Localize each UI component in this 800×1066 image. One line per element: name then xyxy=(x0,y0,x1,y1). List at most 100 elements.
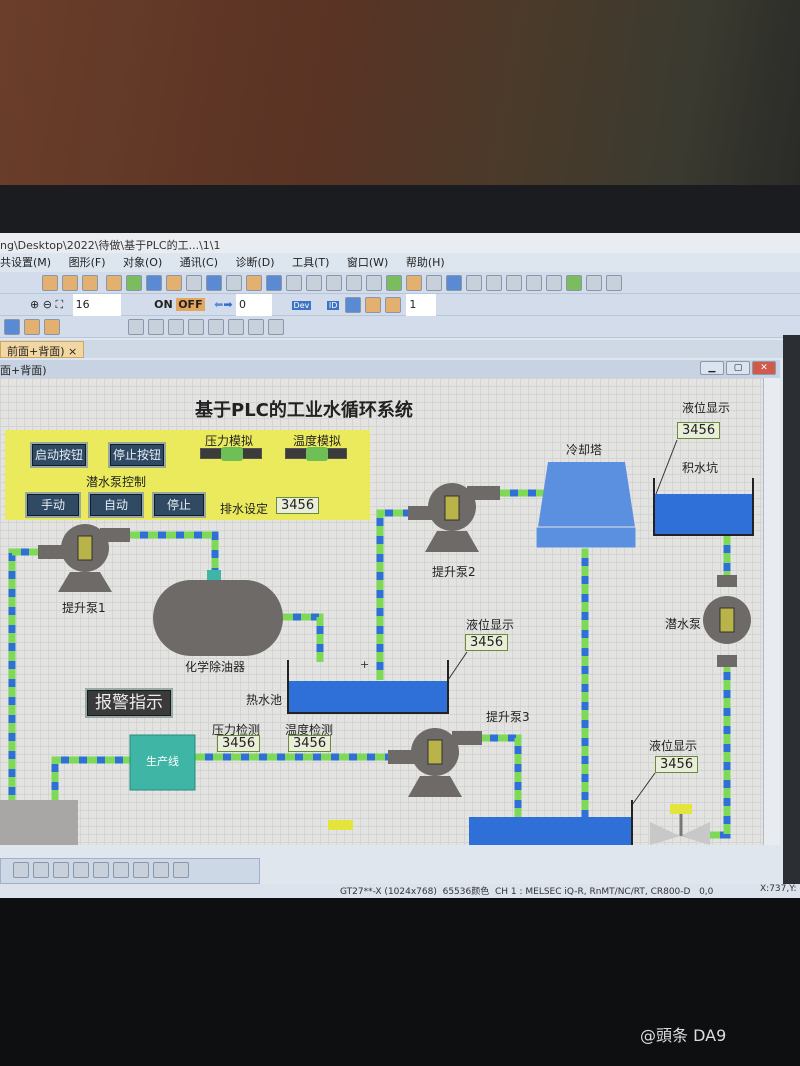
align-icon[interactable] xyxy=(267,319,284,335)
menu-communication[interactable]: 通讯(C) xyxy=(179,256,219,269)
pump-3-label: 提升泵3 xyxy=(486,710,530,724)
paint-icon[interactable] xyxy=(113,862,129,878)
fit-icon[interactable]: ⛶ xyxy=(55,298,64,311)
tool-icon[interactable] xyxy=(565,275,582,291)
menu-common-settings[interactable]: 共设置(M) xyxy=(0,256,52,269)
align-icon[interactable] xyxy=(147,319,164,335)
drain-setting-input[interactable]: 3456 xyxy=(276,497,320,514)
slider-handle[interactable] xyxy=(221,447,243,461)
fill-icon[interactable] xyxy=(93,862,109,878)
tool-icon[interactable] xyxy=(605,275,622,291)
watermark: @頭条 DA9 xyxy=(640,1026,727,1045)
menu-object[interactable]: 对象(O) xyxy=(123,256,163,269)
format-toolbar xyxy=(0,858,260,884)
zoom-in-icon[interactable]: ⊕ xyxy=(30,298,40,311)
pump-3-icon xyxy=(388,728,482,797)
manual-button[interactable]: 手动 xyxy=(25,492,81,518)
maximize-button[interactable]: ▢ xyxy=(726,361,750,375)
tool-icon[interactable] xyxy=(585,275,602,291)
halt-button[interactable]: 停止 xyxy=(152,492,206,518)
status-offset: 0,0 xyxy=(699,887,714,897)
device-icon[interactable] xyxy=(165,275,182,291)
toolbar-1 xyxy=(0,272,800,294)
stop-button[interactable]: 停止按钮 xyxy=(108,442,166,468)
line-style-icon[interactable] xyxy=(13,862,29,878)
window-title: ng\Desktop\2022\待做\基于PLC的工...\1\1 xyxy=(0,233,800,253)
layer-icon[interactable] xyxy=(344,297,361,313)
tool-icon[interactable] xyxy=(385,275,402,291)
text-frame-icon[interactable] xyxy=(153,862,169,878)
off-toggle[interactable]: OFF xyxy=(176,298,205,311)
tool-icon[interactable] xyxy=(44,319,60,335)
drain-setting-label: 排水设定 xyxy=(220,502,269,516)
tool-icon[interactable] xyxy=(405,275,422,291)
id-button[interactable]: ID xyxy=(326,301,340,310)
menu-help[interactable]: 帮助(H) xyxy=(405,256,445,269)
align-icon[interactable] xyxy=(167,319,184,335)
arrow-left-icon[interactable]: ⬅ xyxy=(214,298,224,311)
zoom-out-icon[interactable]: ⊖ xyxy=(42,298,52,311)
tool-icon[interactable] xyxy=(24,319,40,335)
tool-icon[interactable] xyxy=(225,275,242,291)
tool-icon[interactable] xyxy=(305,275,322,291)
arrow-right-icon[interactable]: ➡ xyxy=(223,298,233,311)
layer-icon[interactable] xyxy=(384,297,401,313)
align-icon[interactable] xyxy=(207,319,224,335)
screen-icon[interactable] xyxy=(82,275,98,291)
menu-figure[interactable]: 图形(F) xyxy=(68,256,106,269)
arrow-icon[interactable] xyxy=(4,319,20,335)
hmi-canvas[interactable]: + 基于PLC的工业水循环系统 启动按钮 停止按钮 潜水 xyxy=(0,378,763,845)
line-width-icon[interactable] xyxy=(33,862,49,878)
alarm-indicator[interactable]: 报警指示 xyxy=(85,688,173,718)
font-size-select[interactable]: 16 xyxy=(72,294,121,316)
tool-icon[interactable] xyxy=(125,275,142,291)
start-button[interactable]: 启动按钮 xyxy=(30,442,88,468)
tool-icon[interactable] xyxy=(525,275,542,291)
minimize-button[interactable]: ▁ xyxy=(700,361,724,375)
close-button[interactable]: ✕ xyxy=(752,361,776,375)
menu-diagnostics[interactable]: 诊断(D) xyxy=(235,256,275,269)
pressure-sim-slider[interactable] xyxy=(200,447,262,461)
rect-icon[interactable] xyxy=(73,862,89,878)
tool-icon[interactable] xyxy=(425,275,442,291)
temperature-sim-slider[interactable] xyxy=(285,447,347,461)
tool-icon[interactable] xyxy=(505,275,522,291)
tool-icon[interactable] xyxy=(345,275,362,291)
tool-icon[interactable] xyxy=(285,275,302,291)
tool-icon[interactable] xyxy=(205,275,222,291)
tool-icon[interactable] xyxy=(365,275,382,291)
tab-close-icon[interactable]: × xyxy=(68,345,78,358)
device-button[interactable]: Dev xyxy=(291,301,312,310)
auto-button[interactable]: 自动 xyxy=(88,492,144,518)
tool-icon[interactable] xyxy=(185,275,202,291)
tool-icon[interactable] xyxy=(265,275,282,291)
tool-icon[interactable] xyxy=(325,275,342,291)
ip-icon[interactable] xyxy=(145,275,162,291)
tab-screen[interactable]: 前面+背面) × xyxy=(0,341,85,358)
library-icon[interactable] xyxy=(105,275,122,291)
state-select[interactable]: 0 xyxy=(236,294,273,316)
tool-icon[interactable] xyxy=(485,275,502,291)
menu-window[interactable]: 窗口(W) xyxy=(346,256,389,269)
chemical-oil-remover xyxy=(153,580,283,656)
tool-icon[interactable] xyxy=(245,275,262,291)
align-icon[interactable] xyxy=(247,319,264,335)
tool-icon[interactable] xyxy=(545,275,562,291)
text-style-icon[interactable] xyxy=(173,862,189,878)
tool-icon[interactable] xyxy=(445,275,462,291)
screen-icon[interactable] xyxy=(42,275,58,291)
layer-icon[interactable] xyxy=(364,297,381,313)
collection-pit-walls xyxy=(653,478,754,536)
menu-tools[interactable]: 工具(T) xyxy=(292,256,330,269)
pen-icon[interactable] xyxy=(53,862,69,878)
slider-handle[interactable] xyxy=(306,447,328,461)
align-icon[interactable] xyxy=(187,319,204,335)
on-toggle[interactable]: ON xyxy=(154,298,173,311)
layer-select[interactable]: 1 xyxy=(406,294,437,316)
vertical-scrollbar[interactable] xyxy=(763,378,780,845)
screen-icon[interactable] xyxy=(62,275,78,291)
align-icon[interactable] xyxy=(127,319,144,335)
text-color-icon[interactable] xyxy=(133,862,149,878)
align-icon[interactable] xyxy=(227,319,244,335)
tool-icon[interactable] xyxy=(465,275,482,291)
